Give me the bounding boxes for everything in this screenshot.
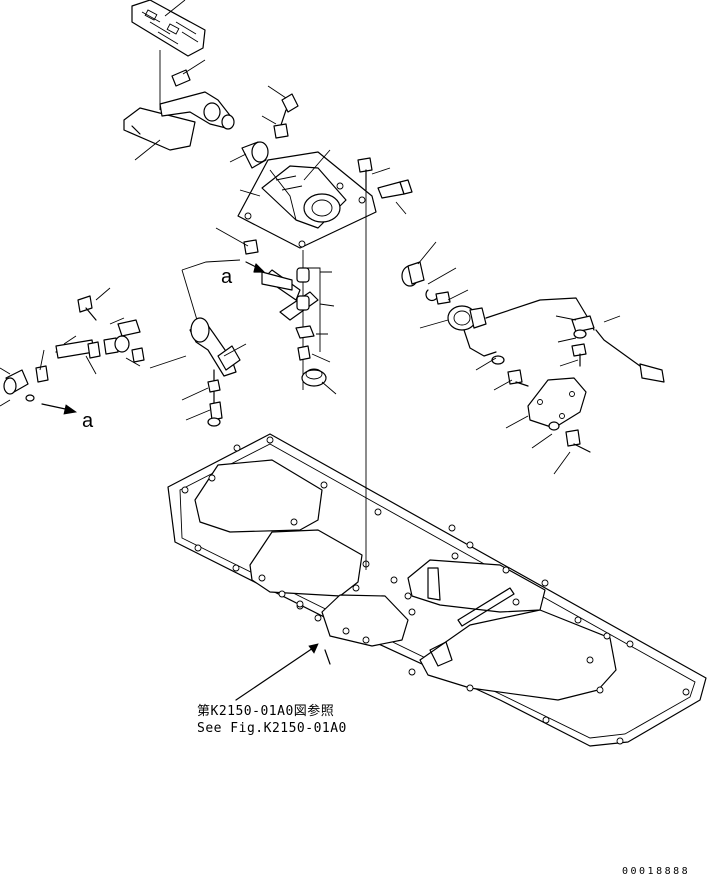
arrow-label-a-upper: a <box>221 266 233 288</box>
document-number: 00018888 <box>622 866 691 877</box>
pedal-assembly <box>123 0 235 161</box>
linkage-stack <box>215 157 413 570</box>
figure-reference-jp: 第K2150-01A0図参照 <box>197 704 335 719</box>
figure-reference-en: See Fig.K2150-01A0 <box>197 721 347 736</box>
arrow-a-upper <box>245 261 293 291</box>
bearing-and-bolt <box>229 85 299 169</box>
right-components <box>401 241 665 475</box>
reference-leader <box>235 643 319 701</box>
left-rod-assembly <box>0 259 247 427</box>
main-bracket <box>237 149 377 249</box>
floor-plate <box>167 433 707 747</box>
arrow-label-a-lower: a <box>82 410 94 432</box>
arrow-a-lower <box>41 403 78 415</box>
